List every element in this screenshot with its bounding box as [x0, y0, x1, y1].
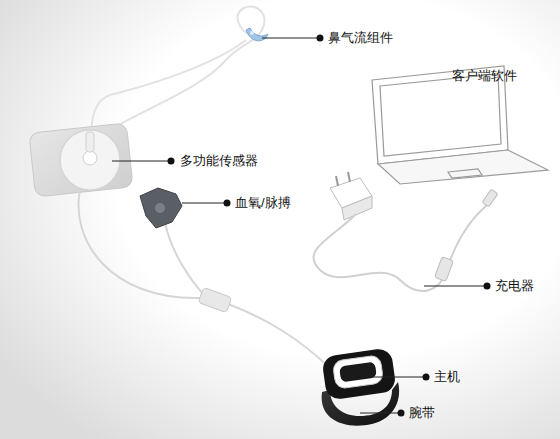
leader-dots — [168, 35, 491, 417]
part-label: 血氧/脉搏 — [235, 195, 291, 211]
part-label: 多功能传感器 — [180, 153, 258, 169]
multifunction-sensor — [29, 123, 133, 197]
part-label: 鼻气流组件 — [328, 30, 393, 46]
nasal-cannula — [246, 28, 268, 41]
part-label: 客户端软件 — [452, 68, 517, 84]
cable-connector — [198, 287, 232, 312]
charger — [313, 172, 497, 291]
part-label: 充电器 — [495, 278, 534, 294]
main-unit — [321, 347, 399, 425]
part-label: 腕带 — [409, 405, 435, 421]
leader-lines — [112, 38, 484, 413]
air-tube — [92, 6, 265, 140]
laptop — [372, 66, 548, 184]
sensor-cable — [79, 190, 331, 368]
part-label: 主机 — [434, 369, 460, 385]
spo2-clip — [140, 188, 182, 228]
